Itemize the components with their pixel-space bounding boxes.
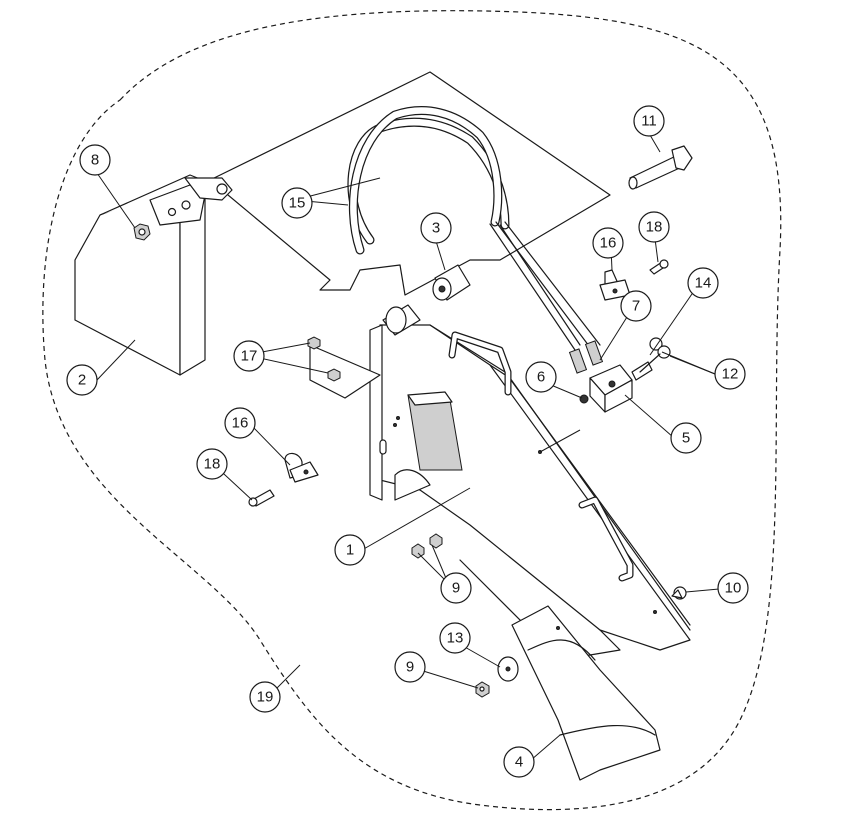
callout-1: 1 [334, 534, 366, 566]
callout-13-label: 13 [447, 630, 464, 647]
callout-9-upper-label: 9 [452, 580, 460, 597]
callout-5-label: 5 [682, 430, 690, 447]
callout-19-label: 19 [257, 689, 274, 706]
part-17-nut-plate [307, 336, 381, 399]
callout-17-label: 17 [241, 348, 258, 365]
callout-2-label: 2 [78, 372, 86, 389]
callout-15: 15 [281, 187, 313, 219]
frame-outline [209, 71, 611, 296]
part-3-spacer-tube [432, 264, 471, 301]
callout-18-lower-label: 18 [204, 456, 221, 473]
callout-10-label: 10 [725, 580, 742, 597]
callout-16-upper: 16 [592, 227, 624, 259]
callout-9-lower: 9 [394, 651, 426, 683]
callout-5: 5 [670, 422, 702, 454]
part-11-pin-bolt [628, 145, 693, 190]
callout-14-label: 14 [695, 275, 712, 292]
callout-10: 10 [717, 572, 749, 604]
part-5-valve-block [589, 364, 633, 413]
callout-18-upper: 18 [638, 211, 670, 243]
callout-7-label: 7 [632, 298, 640, 315]
part-16-clamp-lower [284, 452, 319, 483]
callout-8: 8 [79, 144, 111, 176]
callout-9-upper: 9 [440, 572, 472, 604]
callout-18-upper-label: 18 [646, 219, 663, 236]
callout-16-lower: 16 [224, 407, 256, 439]
callout-16-upper-label: 16 [600, 235, 617, 252]
callout-4-label: 4 [515, 754, 523, 771]
callout-2: 2 [66, 364, 98, 396]
part-12-tees [639, 337, 671, 373]
callout-9-lower-label: 9 [406, 659, 414, 676]
callout-14: 14 [687, 267, 719, 299]
callout-16-lower-label: 16 [232, 415, 249, 432]
part-8-nut [133, 223, 151, 241]
callout-13: 13 [439, 622, 471, 654]
callout-15-label: 15 [289, 195, 306, 212]
part-13-washer [497, 656, 519, 682]
part-9-nut-single [475, 681, 490, 698]
callout-3-label: 3 [432, 220, 440, 237]
callout-7: 7 [620, 290, 652, 322]
part-6-plug [579, 394, 589, 404]
part-9-nut-pair [411, 533, 443, 559]
callout-12: 12 [714, 358, 746, 390]
callout-11-label: 11 [641, 113, 657, 130]
part-2-guard-plate [74, 174, 233, 376]
kit-boundary-outline [42, 10, 782, 811]
part-7-fittings [568, 340, 604, 374]
callout-8-label: 8 [91, 152, 99, 169]
callout-19: 19 [249, 681, 281, 713]
part-10-bolt [671, 586, 687, 600]
callout-6-label: 6 [537, 369, 545, 386]
callout-11: 11 [633, 105, 665, 137]
callout-3: 3 [420, 212, 452, 244]
callout-17: 17 [233, 340, 265, 372]
part-15-hose-loop [347, 106, 601, 351]
part-16-clamp-upper [599, 269, 631, 301]
part-18-screw-upper [649, 259, 669, 275]
part-18-screw-lower [248, 489, 275, 507]
callout-12-label: 12 [722, 366, 739, 383]
callout-1-label: 1 [346, 542, 354, 559]
part-1-chute-body [369, 304, 691, 651]
callout-4: 4 [503, 746, 535, 778]
callout-18-lower: 18 [196, 448, 228, 480]
part-4-chute-flap [511, 605, 661, 781]
callout-6: 6 [525, 361, 557, 393]
